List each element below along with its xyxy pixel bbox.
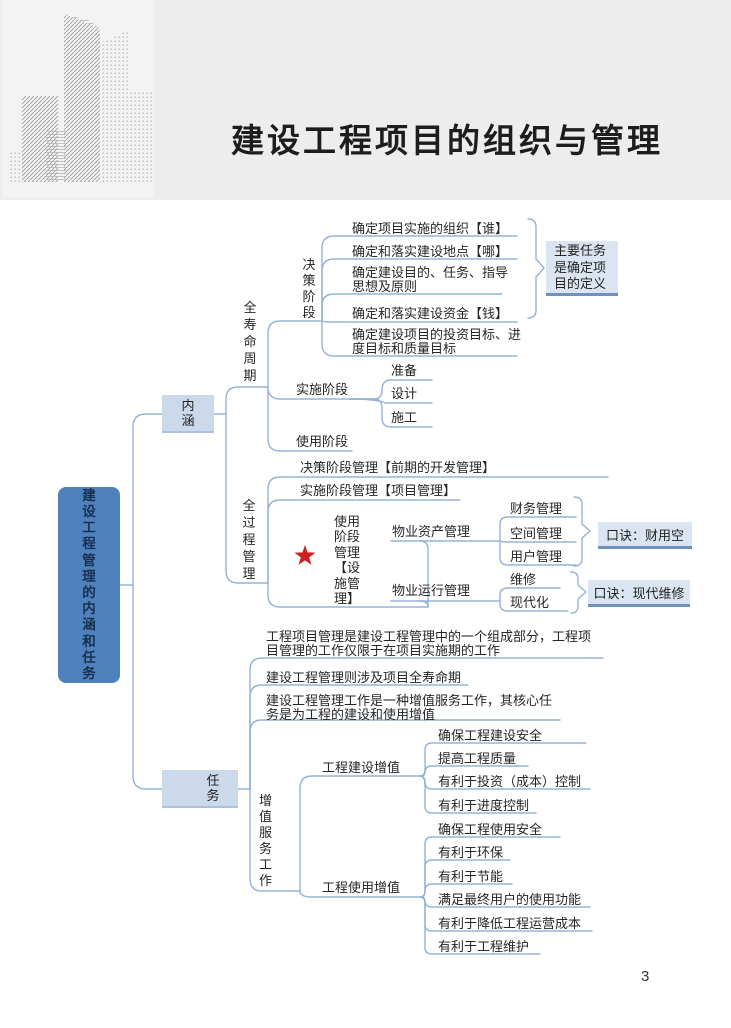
node-use-stage-management: 使用阶段管理【设施管理】	[334, 514, 361, 607]
node-property-asset: 物业资产管理	[392, 524, 471, 539]
leaf-uv-5: 有利于降低工程运营成本	[438, 916, 582, 931]
leaf-task-1: 工程项目管理是建设工程管理中的一个组成部分，工程项目管理的工作仅限于在项目实施期…	[266, 629, 592, 658]
node-property-operation: 物业运行管理	[392, 583, 471, 598]
leaf-decision-5: 确定建设项目的投资目标、进度目标和质量目标	[352, 327, 522, 356]
leaf-task-3: 建设工程管理工作是一种增值服务工作，其核心任务是为工程的建设和使用增值	[266, 693, 553, 722]
leaf-decision-1: 确定项目实施的组织【谁】	[352, 221, 509, 236]
node-use-stage: 使用阶段	[296, 434, 349, 449]
leaf-space: 空间管理	[510, 526, 563, 541]
node-lifecycle: 全寿命周期	[243, 300, 257, 383]
leaf-cv-2: 提高工程质量	[438, 751, 517, 766]
callout-asset-mnemonic: 口诀：财用空	[598, 522, 692, 549]
callout-decision-task: 主要任务是确定项目的定义	[546, 241, 618, 296]
leaf-decision-2: 确定和落实建设地点【哪】	[352, 244, 509, 259]
node-neihan: 内涵	[162, 395, 214, 433]
leaf-design: 设计	[391, 386, 418, 401]
leaf-decision-3: 确定建设目的、任务、指导思想及原则	[352, 265, 509, 294]
buildings-illustration	[2, 0, 154, 197]
node-value-service: 增值服务工作	[258, 793, 272, 888]
leaf-user: 用户管理	[510, 549, 563, 564]
callout-operation-mnemonic: 口诀：现代维修	[588, 580, 690, 607]
leaf-uv-4: 满足最终用户的使用功能	[438, 892, 582, 907]
leaf-cv-1: 确保工程建设安全	[438, 728, 543, 743]
leaf-decision-4: 确定和落实建设资金【钱】	[352, 306, 509, 321]
bracket-decision-callout	[527, 218, 545, 319]
node-implementation-stage: 实施阶段	[296, 382, 349, 397]
leaf-modernization: 现代化	[510, 595, 550, 610]
header-band: 建设工程项目的组织与管理	[0, 0, 731, 200]
node-renwu: 任务	[162, 770, 238, 808]
root-node: 建设工程管理的内涵和任务	[58, 487, 120, 683]
node-usage-value: 工程使用增值	[322, 880, 401, 895]
leaf-cv-4: 有利于进度控制	[438, 798, 530, 813]
leaf-uv-3: 有利于节能	[438, 869, 504, 884]
node-neihan-label: 内涵	[181, 397, 195, 429]
page-number: 3	[641, 968, 650, 985]
leaf-uv-6: 有利于工程维护	[438, 939, 530, 954]
buildings-art	[8, 14, 152, 182]
leaf-process-implementation: 实施阶段管理【项目管理】	[300, 483, 457, 498]
node-construction-value: 工程建设增值	[322, 760, 401, 775]
leaf-cv-3: 有利于投资（成本）控制	[438, 774, 582, 789]
node-whole-process: 全过程管理	[242, 498, 256, 581]
leaf-prepare: 准备	[391, 363, 418, 378]
node-decision-stage: 决策阶段	[302, 257, 316, 320]
leaf-uv-2: 有利于环保	[438, 845, 504, 860]
root-node-label: 建设工程管理的内涵和任务	[82, 487, 96, 682]
leaf-process-decision: 决策阶段管理【前期的开发管理】	[300, 460, 496, 475]
leaf-construction: 施工	[391, 410, 418, 425]
leaf-finance: 财务管理	[510, 501, 563, 516]
bracket-operation-callout	[570, 571, 588, 614]
node-renwu-label: 任务	[206, 772, 220, 804]
leaf-maintenance: 维修	[510, 572, 537, 587]
leaf-uv-1: 确保工程使用安全	[438, 822, 543, 837]
page-title: 建设工程项目的组织与管理	[231, 122, 663, 159]
bracket-asset-callout	[573, 496, 592, 567]
leaf-task-2: 建设工程管理则涉及项目全寿命期	[266, 670, 462, 685]
